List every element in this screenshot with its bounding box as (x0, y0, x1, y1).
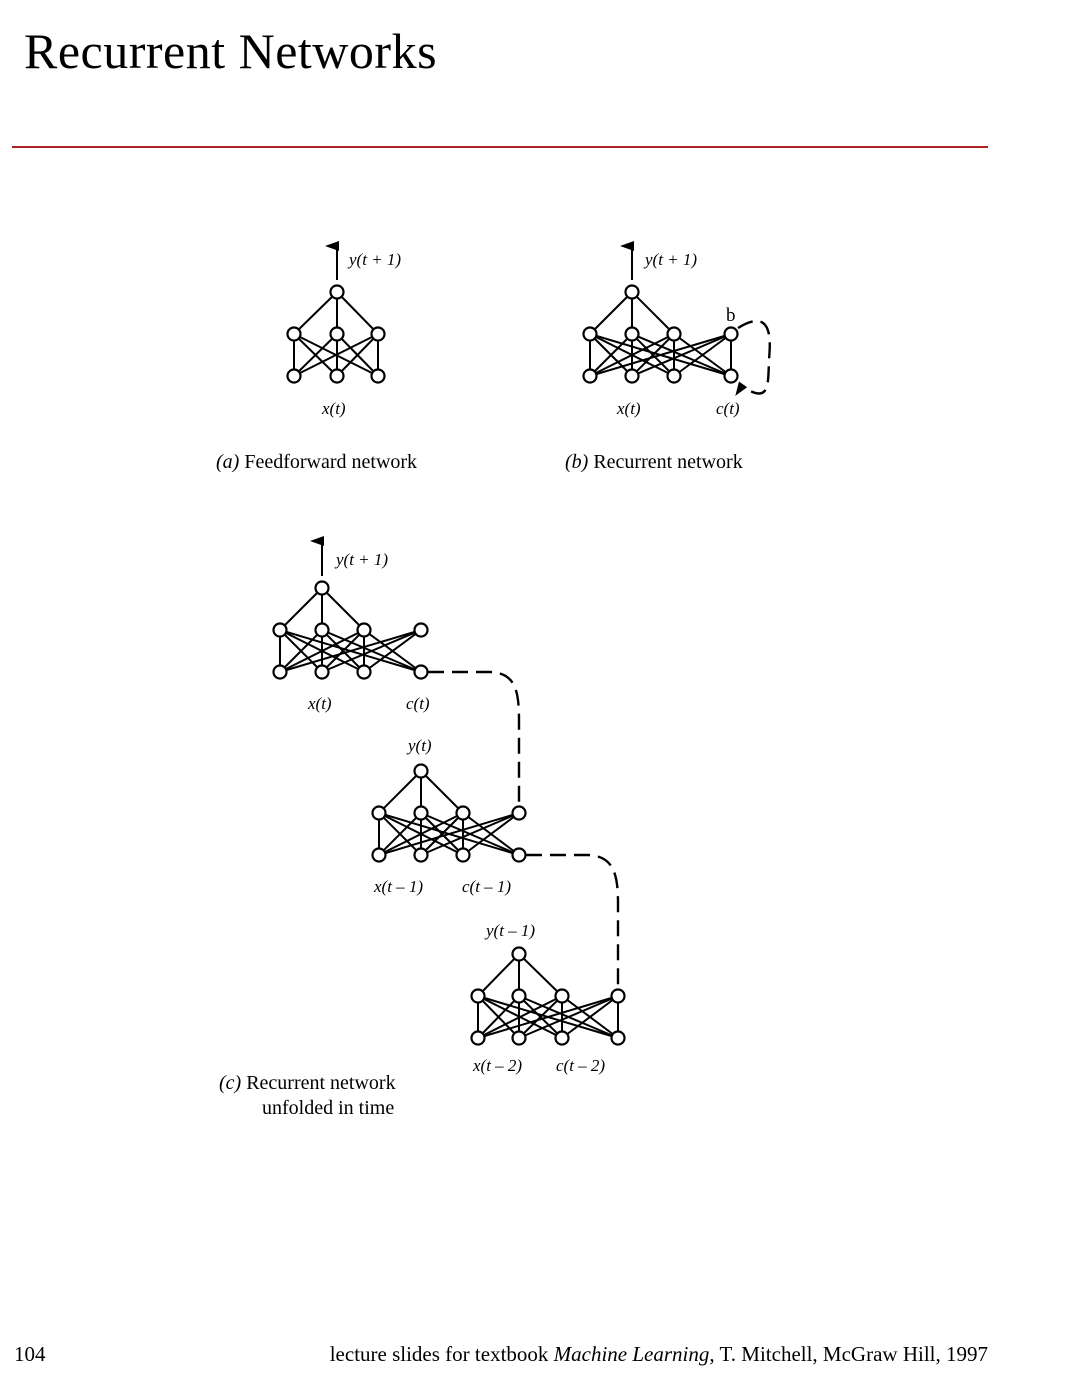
output-label: y(t) (406, 736, 432, 755)
output-label: y(t – 1) (484, 921, 535, 940)
hidden-node (455, 805, 471, 821)
input-node (624, 368, 640, 384)
layer-1-nodes (272, 580, 429, 680)
context-label: c(t – 2) (556, 1056, 605, 1075)
hidden-node (286, 326, 302, 342)
context-label: c(t) (406, 694, 430, 713)
output-node (314, 580, 330, 596)
context-label: c(t – 1) (462, 877, 511, 896)
context-label: c(t) (716, 399, 740, 418)
title-divider (12, 146, 988, 148)
hidden-node (356, 622, 372, 638)
page-title: Recurrent Networks (24, 23, 438, 79)
input-node (329, 368, 345, 384)
context-node (723, 368, 739, 384)
hidden-node (511, 805, 527, 821)
caption-a: (a) Feedforward network (216, 451, 417, 473)
output-node (329, 284, 345, 300)
output-label: y(t + 1) (347, 250, 401, 269)
hidden-node (413, 622, 429, 638)
time-link-2 (526, 853, 620, 988)
output-node (511, 946, 527, 962)
layer-3-edges (477, 953, 619, 1039)
feedforward-network: y(t + 1) x(t) (a) Feedforward network (216, 241, 417, 473)
input-node (455, 847, 471, 863)
footer-prefix: lecture slides for textbook (329, 1342, 554, 1366)
caption-c-line2: unfolded in time (262, 1097, 394, 1119)
time-link-1 (428, 670, 521, 806)
input-label: x(t) (321, 399, 346, 418)
recurrent-feedback-loop (735, 319, 771, 396)
input-node (356, 664, 372, 680)
input-node (413, 847, 429, 863)
layer-3-nodes (470, 946, 626, 1046)
hidden-label-b: b (726, 305, 736, 326)
layer-2-nodes (371, 763, 527, 863)
hidden-node (582, 326, 598, 342)
recurrent-network: y(t + 1) b x(t) c(t) (b) Recurrent netwo… (565, 241, 771, 473)
footer-book-title: Machine Learning (553, 1342, 710, 1366)
hidden-node (314, 622, 330, 638)
input-label: x(t – 1) (373, 877, 423, 896)
input-node (666, 368, 682, 384)
hidden-node (624, 326, 640, 342)
feedforward-nodes (286, 284, 386, 384)
unfolded-layer-3: y(t – 1) x(t – 2) c(t – 2) (470, 921, 626, 1075)
hidden-node (511, 988, 527, 1004)
context-node (413, 664, 429, 680)
layer-2-edges (378, 770, 520, 856)
caption-text: Feedforward network (239, 451, 417, 473)
hidden-node (272, 622, 288, 638)
caption-c: (c) Recurrent network (219, 1072, 396, 1094)
hidden-node-b (723, 326, 739, 342)
output-node (413, 763, 429, 779)
input-node (554, 1030, 570, 1046)
hidden-node (329, 326, 345, 342)
recurrent-edges (589, 291, 732, 377)
recurrent-nodes (582, 284, 739, 384)
unfolded-network: y(t + 1) x(t) c(t) (219, 536, 626, 1119)
output-label: y(t + 1) (334, 550, 388, 569)
input-node (371, 847, 387, 863)
hidden-node (371, 805, 387, 821)
input-label: x(t – 2) (472, 1056, 522, 1075)
context-node (610, 1030, 626, 1046)
caption-tag: (a) (216, 451, 240, 473)
hidden-node (610, 988, 626, 1004)
output-label: y(t + 1) (643, 250, 697, 269)
caption-text: Recurrent network (241, 1072, 395, 1094)
input-label: x(t) (616, 399, 641, 418)
input-node (272, 664, 288, 680)
input-node (314, 664, 330, 680)
hidden-node (470, 988, 486, 1004)
input-node (511, 1030, 527, 1046)
caption-tag: (c) (219, 1072, 242, 1094)
context-node (511, 847, 527, 863)
input-node (370, 368, 386, 384)
caption-b: (b) Recurrent network (565, 451, 743, 473)
page-number: 104 (14, 1342, 46, 1366)
unfolded-layer-2: y(t) x(t – 1) c(t – 1) (371, 736, 527, 896)
hidden-node (413, 805, 429, 821)
hidden-node (370, 326, 386, 342)
footer-citation: lecture slides for textbook Machine Lear… (330, 1342, 988, 1367)
hidden-node (666, 326, 682, 342)
caption-text: Recurrent network (588, 451, 742, 473)
footer-suffix: , T. Mitchell, McGraw Hill, 1997 (709, 1342, 988, 1366)
hidden-node (554, 988, 570, 1004)
input-node (582, 368, 598, 384)
input-node (470, 1030, 486, 1046)
caption-tag: (b) (565, 451, 589, 473)
unfolded-layer-1: y(t + 1) x(t) c(t) (272, 536, 430, 713)
output-node (624, 284, 640, 300)
layer-1-edges (279, 587, 422, 673)
input-node (286, 368, 302, 384)
input-label: x(t) (307, 694, 332, 713)
